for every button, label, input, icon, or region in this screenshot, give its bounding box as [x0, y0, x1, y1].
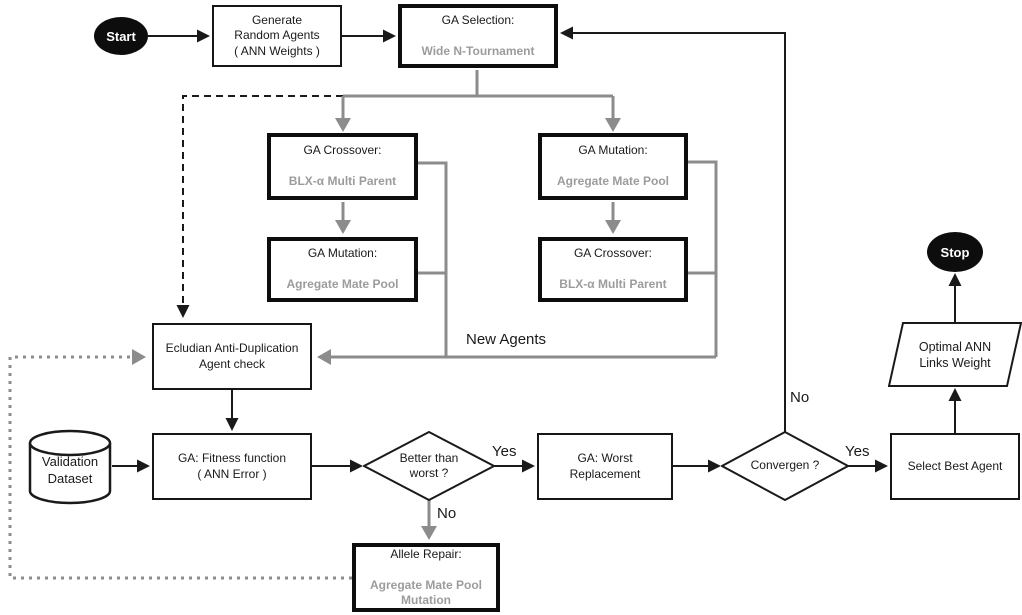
database-validation-dataset: Validation Dataset [28, 428, 112, 506]
stop-label: Stop [940, 244, 970, 260]
stop-terminal: Stop [927, 232, 983, 272]
node-ga-crossover-right: GA Crossover: BLX-α Multi Parent [538, 237, 688, 302]
node-allele-repair: Allele Repair: Agregate Mate Pool Mutati… [352, 543, 500, 612]
label-convergen-yes: Yes [845, 443, 870, 460]
label-new-agents: New Agents [466, 331, 547, 348]
edge-select-to-optimal [948, 388, 962, 433]
edge-left-column-collector [418, 161, 448, 357]
crossover-right-title: GA Crossover: [573, 246, 652, 261]
label-convergen-no: No [790, 389, 810, 406]
diamond-shape [363, 431, 495, 501]
edge-optimal-to-stop [948, 273, 962, 322]
edge-validation-to-fitness [112, 459, 150, 473]
start-label: Start [106, 28, 136, 44]
fitness-label: GA: Fitness function ( ANN Error ) [177, 451, 287, 481]
allele-subtitle: Agregate Mate Pool Mutation [369, 577, 483, 607]
crossover-right-subtitle: BLX-α Multi Parent [559, 277, 667, 292]
edge-fitness-to-better [312, 459, 363, 473]
decision-better-than-worst: Better than worst ? [363, 431, 495, 501]
edge-convergen-yes-to-select [847, 459, 888, 473]
node-ga-worst-replacement: GA: Worst Replacement [537, 433, 673, 500]
ga-selection-subtitle: Wide N-Tournament [421, 43, 535, 58]
edge-better-yes-to-worst [493, 459, 535, 473]
edge-new-agents-to-ecludian [317, 349, 716, 365]
crossover-left-subtitle: BLX-α Multi Parent [288, 174, 397, 189]
edge-worst-to-convergen [673, 459, 721, 473]
mutation-left-subtitle: Agregate Mate Pool [286, 277, 399, 292]
node-generate-random-agents: Generate Random Agents ( ANN Weights ) [212, 5, 342, 67]
edge-dotted-allele-to-ecludian [8, 349, 352, 580]
data-optimal-ann-links-weight: Optimal ANN Links Weight [888, 322, 1022, 387]
worst-replacement-label: GA: Worst Replacement [569, 451, 641, 481]
allele-title: Allele Repair: [390, 546, 462, 561]
node-ga-mutation-right: GA Mutation: Agregate Mate Pool [538, 133, 688, 200]
select-best-label: Select Best Agent [907, 458, 1003, 473]
edge-convergen-no-to-selection [560, 26, 786, 433]
node-ga-selection: GA Selection: Wide N-Tournament [398, 4, 558, 68]
crossover-left-title: GA Crossover: [303, 143, 382, 158]
node-ga-crossover-left: GA Crossover: BLX-α Multi Parent [267, 133, 418, 200]
better-label: Better than worst ? [399, 450, 459, 480]
edge-mutation-to-crossover-right [605, 202, 621, 234]
edge-dashed-selection-to-ecludian [176, 95, 343, 318]
label-better-no: No [437, 505, 457, 522]
diamond-shape [721, 431, 849, 501]
cylinder-shape [28, 429, 112, 505]
node-ecludian-anti-duplication: Ecludian Anti-Duplication Agent check [152, 323, 312, 390]
decision-convergen: Convergen ? [721, 431, 849, 501]
convergen-label: Convergen ? [750, 458, 820, 473]
generate-label: Generate Random Agents ( ANN Weights ) [234, 12, 320, 58]
mutation-right-title: GA Mutation: [578, 143, 648, 158]
edge-generate-to-selection [342, 29, 396, 43]
edge-better-no-to-allele [421, 500, 437, 540]
optimal-label: Optimal ANN Links Weight [918, 339, 992, 370]
edge-start-to-generate [148, 29, 210, 43]
edge-ecludian-to-fitness [225, 390, 239, 431]
mutation-right-subtitle: Agregate Mate Pool [556, 174, 670, 189]
parallelogram-shape [888, 322, 1022, 387]
edge-selection-split-tree [335, 70, 621, 132]
edge-crossover-to-mutation-left [335, 202, 351, 234]
node-select-best-agent: Select Best Agent [890, 433, 1020, 500]
start-terminal: Start [94, 17, 148, 55]
mutation-left-title: GA Mutation: [307, 246, 378, 261]
label-better-yes: Yes [492, 443, 517, 460]
node-ga-mutation-left: GA Mutation: Agregate Mate Pool [267, 237, 418, 302]
ga-selection-title: GA Selection: [441, 12, 515, 27]
validation-label: Validation Dataset [41, 454, 99, 486]
ecludian-label: Ecludian Anti-Duplication Agent check [165, 341, 299, 371]
node-ga-fitness-function: GA: Fitness function ( ANN Error ) [152, 433, 312, 500]
edge-right-column-collector [688, 160, 718, 357]
